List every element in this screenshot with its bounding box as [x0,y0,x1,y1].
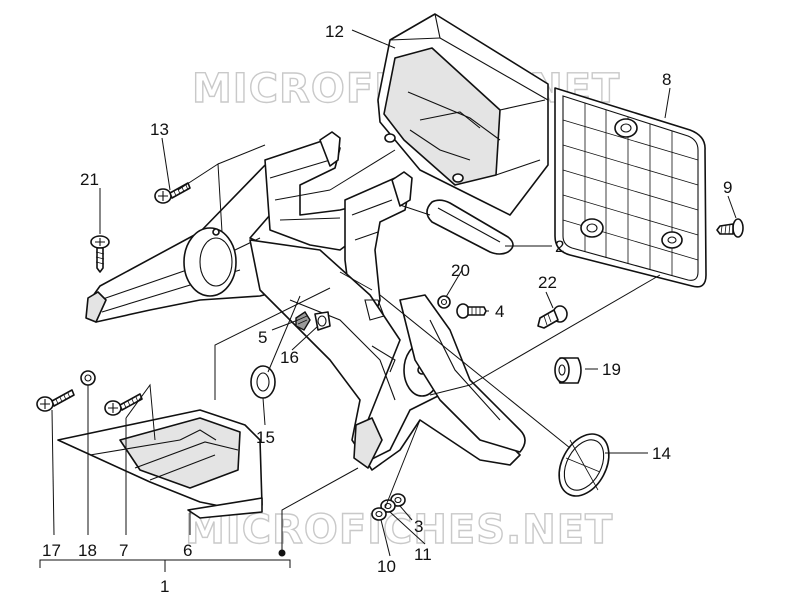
screw-part-21 [90,235,110,273]
callout-21: 21 [80,170,99,189]
screw-part-22 [537,305,568,329]
callout-15: 15 [256,428,275,447]
leader-lines [39,29,737,572]
callout-22: 22 [538,273,557,292]
bushing-part-19 [554,357,582,384]
callout-10: 10 [377,557,396,576]
round-reflector-part-14 [558,433,610,497]
callout-11: 11 [414,545,432,564]
callout-8: 8 [662,70,671,89]
rear-mudguard-bracket-part-1 [85,131,526,471]
grommet-part-15 [250,365,276,399]
screw-part-9 [716,218,744,238]
callout-17: 17 [42,541,61,560]
washer-part-20 [437,295,451,309]
nut-part-10 [371,507,387,521]
callout-18: 18 [78,541,97,560]
callout-5: 5 [258,328,267,347]
callout-6: 6 [183,541,192,560]
callout-2: 2 [555,237,564,256]
tail-light-housing-part-12 [377,13,549,216]
screw-part-13 [154,182,191,204]
splash-guard-part-6 [57,409,263,519]
callout-12: 12 [325,22,344,41]
license-plate-holder-part-8 [554,87,707,288]
clip-part-16 [314,311,331,331]
screw-part-17 [36,389,75,412]
callout-labels: 12 8 9 2 20 22 4 19 14 13 21 5 16 15 3 1… [42,22,732,596]
washer-part-18 [80,370,96,386]
callout-14: 14 [652,444,671,463]
callout-7: 7 [119,541,128,560]
callout-1: 1 [160,577,169,596]
callout-9: 9 [723,178,732,197]
screw-part-7 [104,393,143,416]
callout-20: 20 [451,261,470,280]
bolt-part-4 [456,303,487,319]
callout-13: 13 [150,120,169,139]
reflector-part-2 [426,199,514,255]
callout-3: 3 [414,517,423,536]
connector-part-5 [295,311,311,331]
callout-4: 4 [495,302,504,321]
callout-19: 19 [602,360,621,379]
callout-16: 16 [280,348,299,367]
watermark-bottom: MICROFICHES.NET [185,507,613,553]
